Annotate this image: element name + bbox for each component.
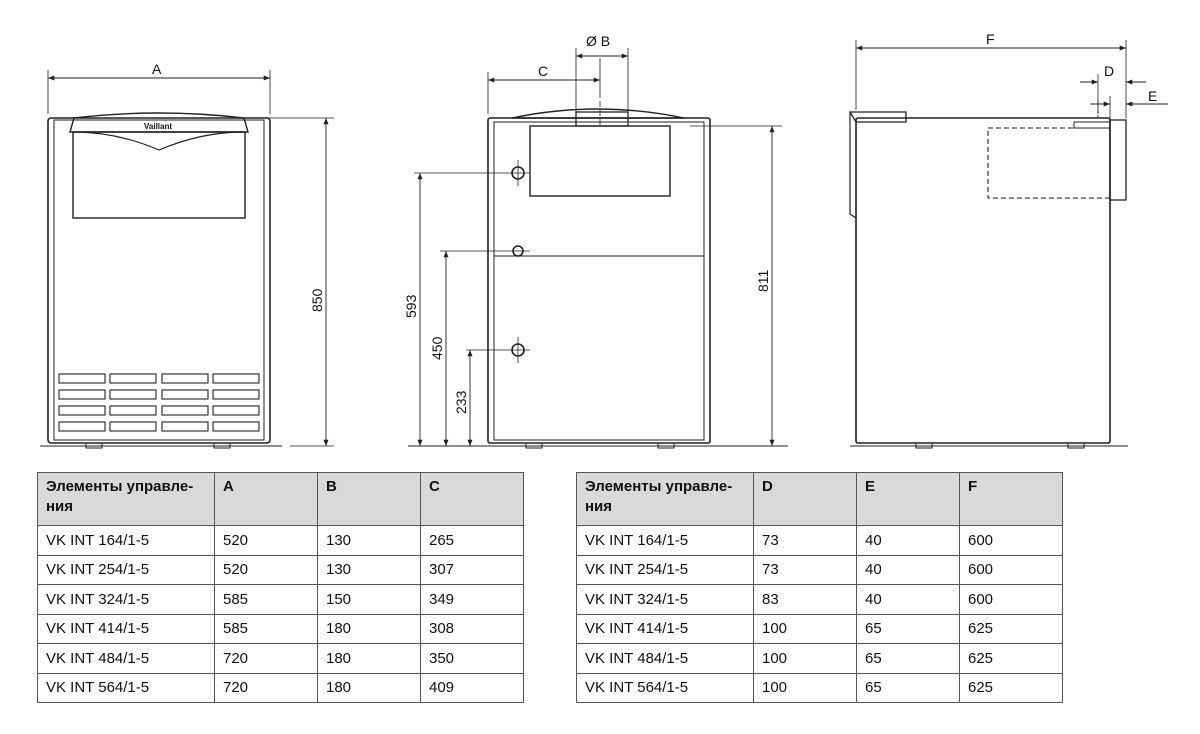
dimensions-table-def: Элементы управле-ния D E F VK INT 164/1-… xyxy=(576,472,1063,703)
table-row: VK INT 484/1-5 720 180 350 xyxy=(37,643,524,674)
dimensions-table-abc: Элементы управле-ния A B C VK INT 164/1-… xyxy=(37,472,524,703)
vaillant-logo: Vaillant xyxy=(144,122,172,131)
value-cell: 100 xyxy=(753,613,857,644)
model-cell: VK INT 324/1-5 xyxy=(37,584,215,615)
model-cell: VK INT 414/1-5 xyxy=(37,613,215,644)
model-cell: VK INT 484/1-5 xyxy=(576,643,754,674)
rear-view xyxy=(408,48,788,449)
column-header-e: E xyxy=(856,472,960,526)
table-row: VK INT 484/1-5 100 65 625 xyxy=(576,643,1063,674)
value-cell: 625 xyxy=(959,613,1063,644)
model-cell: VK INT 564/1-5 xyxy=(576,672,754,703)
column-header-b: B xyxy=(317,472,421,526)
value-cell: 180 xyxy=(317,643,421,674)
model-cell: VK INT 414/1-5 xyxy=(576,613,754,644)
value-cell: 720 xyxy=(214,672,318,703)
value-cell: 100 xyxy=(753,672,857,703)
value-cell: 600 xyxy=(959,525,1063,556)
table-row: VK INT 324/1-5 585 150 349 xyxy=(37,584,524,615)
value-cell: 40 xyxy=(856,525,960,556)
value-cell: 349 xyxy=(420,584,524,615)
boiler-dimension-drawing: A Vaillant 850 xyxy=(40,31,1168,449)
height-850-label: 850 xyxy=(309,288,325,312)
column-header-a: A xyxy=(214,472,318,526)
model-cell: VK INT 484/1-5 xyxy=(37,643,215,674)
table-row: VK INT 414/1-5 585 180 308 xyxy=(37,613,524,644)
model-cell: VK INT 564/1-5 xyxy=(37,672,215,703)
column-header-model: Элементы управле-ния xyxy=(37,472,215,526)
dimension-f-label: F xyxy=(986,31,995,47)
table-row: VK INT 324/1-5 83 40 600 xyxy=(576,584,1063,615)
model-cell: VK INT 324/1-5 xyxy=(576,584,754,615)
value-cell: 600 xyxy=(959,584,1063,615)
table-header-row: Элементы управле-ния A B C xyxy=(37,472,524,526)
dimension-e-label: E xyxy=(1148,88,1157,104)
value-cell: 350 xyxy=(420,643,524,674)
value-cell: 65 xyxy=(856,643,960,674)
height-450-label: 450 xyxy=(429,336,445,360)
value-cell: 585 xyxy=(214,584,318,615)
model-cell: VK INT 254/1-5 xyxy=(576,554,754,585)
value-cell: 65 xyxy=(856,613,960,644)
table-row: VK INT 254/1-5 520 130 307 xyxy=(37,554,524,585)
value-cell: 40 xyxy=(856,584,960,615)
value-cell: 520 xyxy=(214,525,318,556)
value-cell: 600 xyxy=(959,554,1063,585)
value-cell: 625 xyxy=(959,643,1063,674)
value-cell: 720 xyxy=(214,643,318,674)
value-cell: 100 xyxy=(753,643,857,674)
value-cell: 40 xyxy=(856,554,960,585)
value-cell: 83 xyxy=(753,584,857,615)
column-header-f: F xyxy=(959,472,1063,526)
dimension-c-label: C xyxy=(538,63,548,79)
value-cell: 265 xyxy=(420,525,524,556)
value-cell: 73 xyxy=(753,554,857,585)
table-row: VK INT 564/1-5 720 180 409 xyxy=(37,672,524,703)
table-row: VK INT 164/1-5 73 40 600 xyxy=(576,525,1063,556)
value-cell: 65 xyxy=(856,672,960,703)
value-cell: 307 xyxy=(420,554,524,585)
column-header-c: C xyxy=(420,472,524,526)
value-cell: 409 xyxy=(420,672,524,703)
side-view xyxy=(848,40,1168,449)
value-cell: 130 xyxy=(317,525,421,556)
table-row: VK INT 564/1-5 100 65 625 xyxy=(576,672,1063,703)
table-row: VK INT 414/1-5 100 65 625 xyxy=(576,613,1063,644)
dimension-b-label: Ø B xyxy=(586,33,610,49)
dimension-d-label: D xyxy=(1104,63,1114,79)
model-cell: VK INT 254/1-5 xyxy=(37,554,215,585)
value-cell: 308 xyxy=(420,613,524,644)
value-cell: 180 xyxy=(317,672,421,703)
column-header-model: Элементы управле-ния xyxy=(576,472,754,526)
value-cell: 150 xyxy=(317,584,421,615)
table-row: VK INT 254/1-5 73 40 600 xyxy=(576,554,1063,585)
model-cell: VK INT 164/1-5 xyxy=(576,525,754,556)
value-cell: 520 xyxy=(214,554,318,585)
height-811-label: 811 xyxy=(755,269,771,292)
model-cell: VK INT 164/1-5 xyxy=(37,525,215,556)
value-cell: 73 xyxy=(753,525,857,556)
value-cell: 625 xyxy=(959,672,1063,703)
dimension-a-label: A xyxy=(152,61,162,77)
column-header-d: D xyxy=(753,472,857,526)
height-233-label: 233 xyxy=(453,390,469,414)
table-header-row: Элементы управле-ния D E F xyxy=(576,472,1063,526)
value-cell: 180 xyxy=(317,613,421,644)
front-view xyxy=(40,70,334,449)
value-cell: 130 xyxy=(317,554,421,585)
value-cell: 585 xyxy=(214,613,318,644)
table-row: VK INT 164/1-5 520 130 265 xyxy=(37,525,524,556)
height-593-label: 593 xyxy=(403,294,419,318)
